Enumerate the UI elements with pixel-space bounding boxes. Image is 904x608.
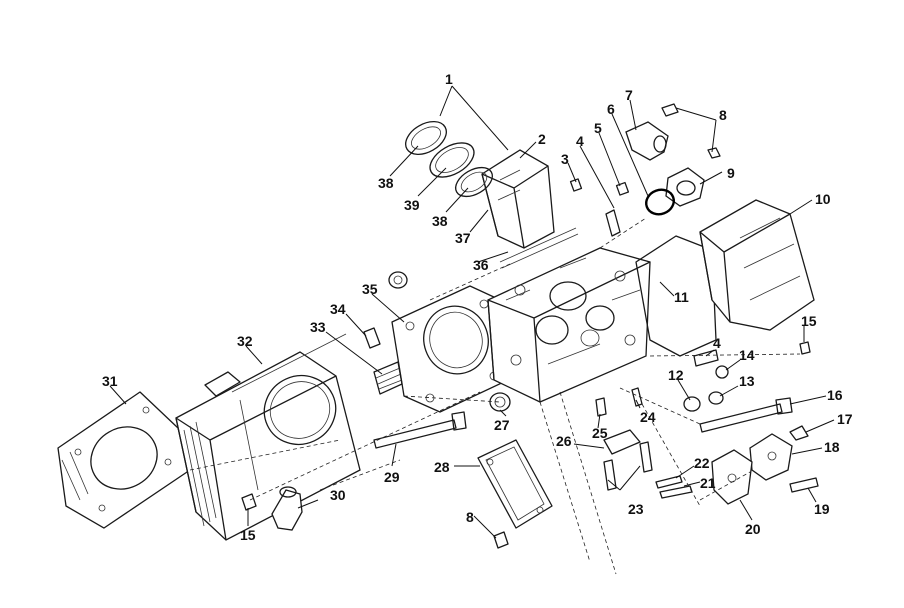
callout-37: 37 <box>455 230 471 246</box>
callout-2: 2 <box>538 131 546 147</box>
callout-36: 36 <box>473 257 489 273</box>
callout-31: 31 <box>102 373 118 389</box>
callout-3: 3 <box>561 151 569 167</box>
callout-35: 35 <box>362 281 378 297</box>
cylinder-head <box>487 247 651 403</box>
callout-14: 14 <box>739 347 755 363</box>
part-28-cover <box>477 439 553 529</box>
callout-9: 9 <box>727 165 735 181</box>
callout-7: 7 <box>625 87 633 103</box>
callout-27: 27 <box>494 417 510 433</box>
part-36-gasket-strip <box>499 227 579 269</box>
part-34-dowel <box>363 327 381 349</box>
callout-1: 1 <box>445 71 453 87</box>
part-23-studs <box>603 441 653 491</box>
part-29-long-bolt <box>373 411 467 449</box>
callout-8: 8 <box>466 509 474 525</box>
leader-lines <box>109 85 835 539</box>
assembly-lines <box>189 217 801 575</box>
part-7-elbow <box>625 121 669 161</box>
part-16-long-bolt <box>699 397 793 433</box>
part-27-seal <box>489 392 511 412</box>
part-32-cylinder <box>175 333 361 541</box>
seal-top <box>388 271 408 289</box>
callout-38: 38 <box>432 213 448 229</box>
callout-6: 6 <box>607 101 615 117</box>
callout-34: 34 <box>330 301 346 317</box>
callout-8: 8 <box>719 107 727 123</box>
callout-23: 23 <box>628 501 644 517</box>
callout-18: 18 <box>824 439 840 455</box>
callout-15: 15 <box>801 313 817 329</box>
callout-15: 15 <box>240 527 256 543</box>
callout-38: 38 <box>378 175 394 191</box>
callout-21: 21 <box>700 475 716 491</box>
callout-labels: 1 2 3 4 5 6 7 8 9 10 11 15 4 14 12 13 16… <box>102 71 853 543</box>
part-31-base-gasket <box>57 391 191 529</box>
callout-5: 5 <box>594 120 602 136</box>
part-6-o-ring <box>645 188 675 216</box>
part-33-spring <box>373 361 403 395</box>
part-20-bracket <box>711 449 753 505</box>
part-18-bracket <box>749 433 793 481</box>
callout-26: 26 <box>556 433 572 449</box>
part-38-clamp-upper <box>405 120 447 156</box>
callout-25: 25 <box>592 425 608 441</box>
part-10-valve-cover <box>699 199 815 331</box>
callout-20: 20 <box>745 521 761 537</box>
callout-29: 29 <box>384 469 400 485</box>
callout-33: 33 <box>310 319 326 335</box>
callout-28: 28 <box>434 459 450 475</box>
callout-4: 4 <box>713 335 721 351</box>
part-38-clamp-lower <box>455 166 493 198</box>
part-11-cover-gasket <box>635 235 717 357</box>
callout-19: 19 <box>814 501 830 517</box>
callout-13: 13 <box>739 373 755 389</box>
small-hardware <box>241 103 811 549</box>
callout-10: 10 <box>815 191 831 207</box>
callout-39: 39 <box>404 197 420 213</box>
callout-17: 17 <box>837 411 853 427</box>
part-26-gasket <box>603 429 641 455</box>
callout-12: 12 <box>668 367 684 383</box>
callout-24: 24 <box>640 409 656 425</box>
part-30-elbow <box>271 486 303 531</box>
callout-22: 22 <box>694 455 710 471</box>
callout-11: 11 <box>674 289 689 305</box>
part-39-boot <box>429 142 475 178</box>
part-9-housing <box>665 167 705 207</box>
callout-4: 4 <box>576 133 584 149</box>
intake-manifold <box>481 149 555 249</box>
callout-30: 30 <box>330 487 346 503</box>
callout-32: 32 <box>237 333 253 349</box>
callout-16: 16 <box>827 387 843 403</box>
